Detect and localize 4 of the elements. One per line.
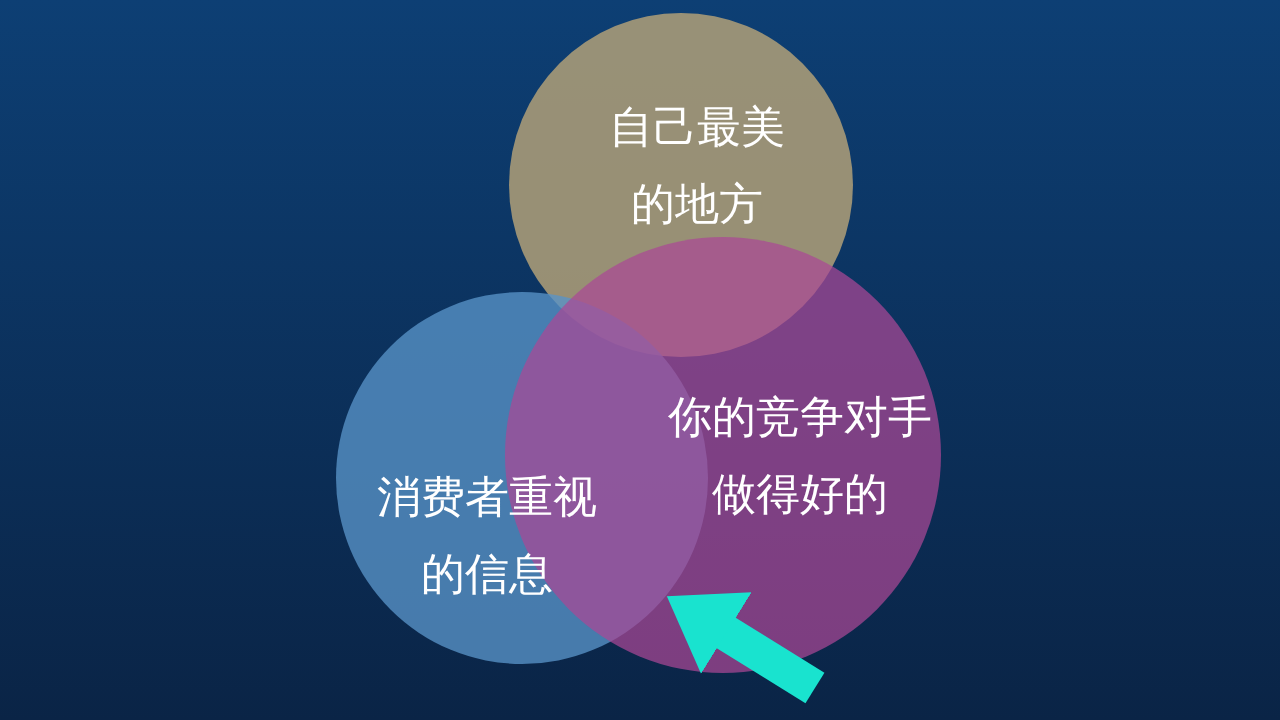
circle-label: 你的竞争对手做得好的 bbox=[668, 390, 932, 521]
circle-label: 自己最美的地方 bbox=[609, 100, 785, 231]
circle-label: 消费者重视的信息 bbox=[377, 470, 597, 601]
pointer-arrow bbox=[666, 592, 825, 704]
